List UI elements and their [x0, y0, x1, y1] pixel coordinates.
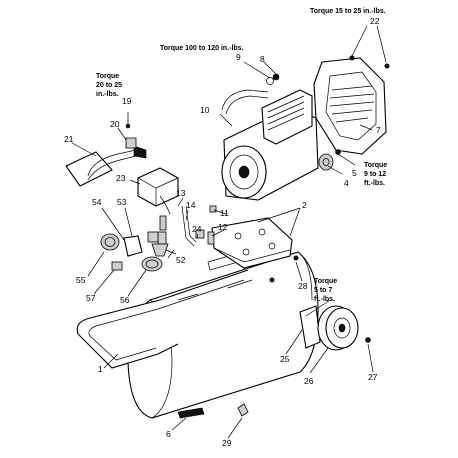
- part-label-4: 4: [344, 178, 349, 188]
- pulley-nut: [318, 149, 341, 171]
- torque-note-pressure-switch-2: 20 to 25: [96, 82, 122, 89]
- torque-note-wheel-1: Torque: [314, 278, 337, 285]
- torque-notes: Torque 15 to 25 in.-lbs. Torque 100 to 1…: [96, 8, 387, 303]
- cord-fittings: [125, 123, 137, 149]
- shroud-screws: [266, 55, 390, 85]
- torque-note-wheel-3: ft.-lbs.: [314, 296, 335, 303]
- fittings-and-tubes: [147, 205, 217, 259]
- part-label-56: 56: [120, 295, 130, 305]
- part-label-20: 20: [110, 119, 120, 129]
- part-label-26: 26: [304, 376, 314, 386]
- part-label-13: 13: [176, 188, 186, 198]
- part-label-53: 53: [117, 197, 127, 207]
- handle-frame: [76, 253, 253, 369]
- part-label-24: 24: [192, 224, 202, 234]
- torque-note-head-bolts: Torque 100 to 120 in.-lbs.: [160, 45, 244, 52]
- part-label-2: 2: [302, 200, 307, 210]
- part-label-8: 8: [260, 54, 265, 64]
- part-label-28: 28: [298, 281, 308, 291]
- part-label-1: 1: [98, 364, 103, 374]
- part-label-29: 29: [222, 438, 232, 448]
- part-label-9: 9: [236, 52, 241, 62]
- leader-lines: [71, 25, 387, 439]
- torque-note-nut-1: Torque: [364, 162, 387, 169]
- part-label-10: 10: [200, 105, 210, 115]
- part-label-21: 21: [64, 134, 74, 144]
- part-label-6: 6: [166, 429, 171, 439]
- part-label-22: 22: [370, 16, 380, 26]
- wheel-assembly: [299, 305, 371, 351]
- torque-note-pressure-switch-3: in.-lbs.: [96, 91, 119, 98]
- part-label-19: 19: [122, 96, 132, 106]
- mounting-plate: [211, 217, 293, 269]
- gauges-regulator: [100, 233, 163, 272]
- part-label-55: 55: [76, 275, 86, 285]
- part-label-7: 7: [376, 125, 381, 135]
- part-label-11: 11: [220, 208, 229, 218]
- part-label-14: 14: [186, 200, 196, 210]
- torque-note-wheel-2: 5 to 7: [314, 287, 332, 294]
- fan-shroud: [313, 57, 387, 155]
- part-label-57: 57: [86, 293, 96, 303]
- torque-note-fan-cover: Torque 15 to 25 in.-lbs.: [310, 8, 386, 15]
- part-label-23: 23: [116, 173, 126, 183]
- part-label-52: 52: [176, 255, 186, 265]
- misc-small-parts: [177, 255, 299, 419]
- part-label-25: 25: [280, 354, 290, 364]
- part-label-5: 5: [352, 168, 357, 178]
- torque-note-nut-2: 9 to 12: [364, 171, 386, 178]
- part-label-54: 54: [92, 197, 102, 207]
- pressure-switch: [137, 167, 179, 215]
- power-cord: [65, 145, 147, 187]
- part-label-12: 12: [218, 222, 228, 232]
- torque-note-pressure-switch-1: Torque: [96, 73, 119, 80]
- motor-pump-assembly: [221, 89, 319, 201]
- torque-note-nut-3: ft.-lbs.: [364, 180, 385, 187]
- part-label-27: 27: [368, 372, 378, 382]
- part-callouts: 22 9 8 19 10 20 21 7 5 4 23 13 14 2 54 5…: [64, 16, 381, 448]
